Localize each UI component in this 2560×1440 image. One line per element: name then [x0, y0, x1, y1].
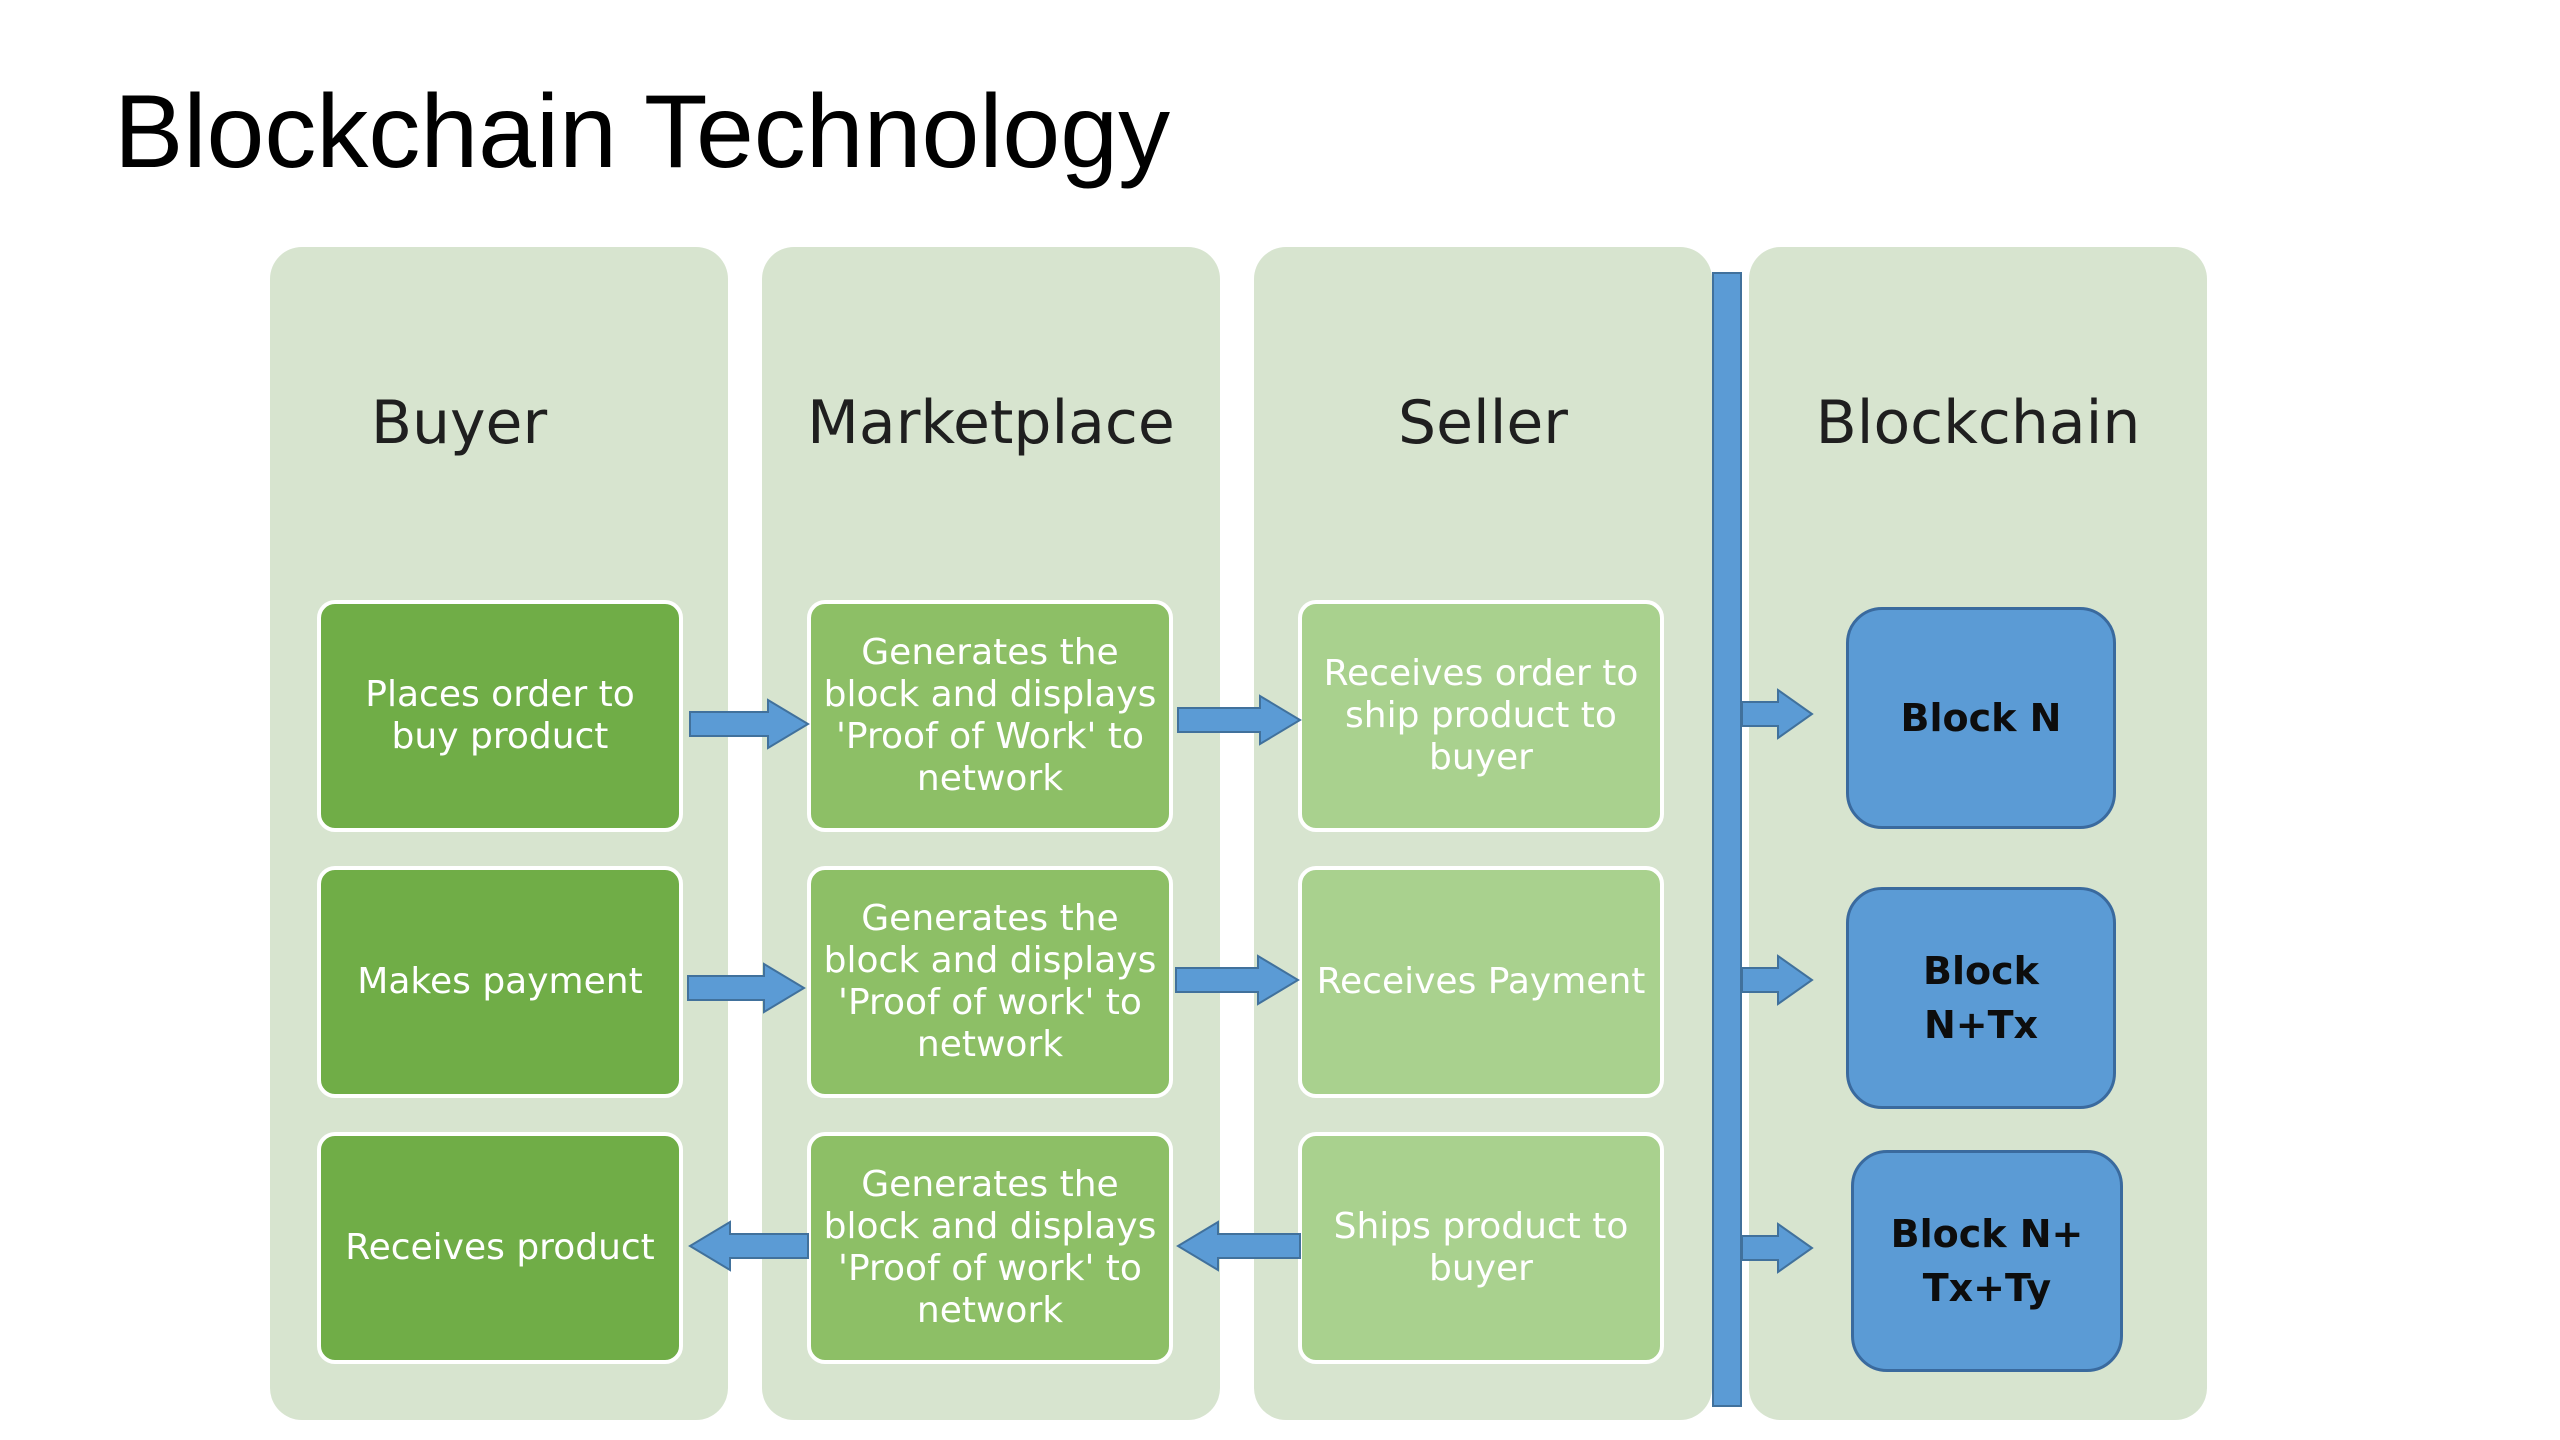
lane-header-buyer: Buyer: [370, 388, 548, 458]
step-line: network: [916, 1290, 1064, 1331]
lane-header-blockchain: Blockchain: [1815, 388, 2141, 458]
step-line: Places order to: [365, 674, 635, 715]
slide-title: Blockchain Technology: [114, 74, 1171, 190]
step-line: Receives Payment: [1316, 961, 1646, 1002]
step-line: block and displays: [823, 1206, 1157, 1247]
step-receives-product: Receives product: [317, 1132, 683, 1364]
block-line: N+Tx: [1923, 1003, 2039, 1047]
step-line: block and displays: [823, 674, 1157, 715]
blockchain-bar: [1712, 272, 1742, 1407]
step-line: Receives product: [345, 1227, 655, 1268]
step-line: 'Proof of work' to: [838, 982, 1142, 1023]
block-n-tx-ty: Block N+ Tx+Ty: [1851, 1150, 2123, 1372]
step-line: buyer: [1429, 1248, 1533, 1289]
step-line: Generates the: [861, 632, 1119, 673]
block-n: Block N: [1846, 607, 2116, 829]
step-line: network: [916, 1024, 1064, 1065]
step-line: 'Proof of Work' to: [836, 716, 1144, 757]
block-line: Tx+Ty: [1922, 1266, 2052, 1310]
step-line: buyer: [1429, 737, 1533, 778]
block-line: Block N: [1900, 696, 2062, 740]
step-line: Generates the: [861, 1164, 1119, 1205]
step-line: network: [916, 758, 1064, 799]
step-line: Makes payment: [357, 961, 643, 1002]
lane-header-marketplace: Marketplace: [807, 388, 1175, 458]
step-receives-payment: Receives Payment: [1298, 866, 1664, 1098]
step-line: Receives order to: [1323, 653, 1639, 694]
step-makes-payment: Makes payment: [317, 866, 683, 1098]
lane-header-seller: Seller: [1398, 388, 1568, 458]
step-line: buy product: [391, 716, 609, 757]
block-line: Block N+: [1890, 1212, 2084, 1256]
step-line: block and displays: [823, 940, 1157, 981]
step-line: ship product to: [1345, 695, 1617, 736]
step-line: Ships product to: [1333, 1206, 1629, 1247]
block-line: Block: [1923, 949, 2039, 993]
step-line: 'Proof of work' to: [838, 1248, 1142, 1289]
step-line: Generates the: [861, 898, 1119, 939]
